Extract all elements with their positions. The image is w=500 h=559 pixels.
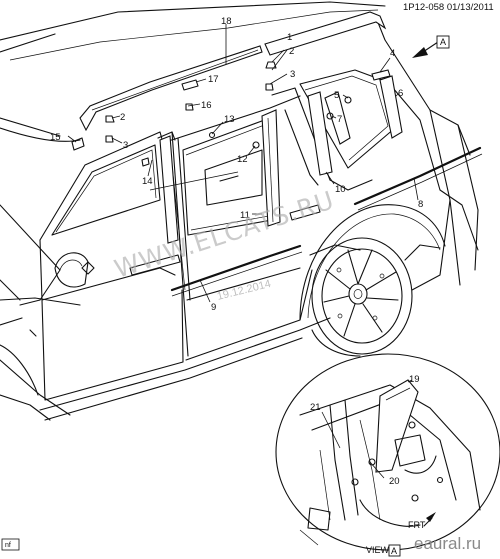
watermark-date: 19.12.2014 <box>216 278 272 303</box>
callout-16: 16 <box>201 100 212 111</box>
callout-19: 19 <box>409 374 420 385</box>
watermarks: WWW.ELCATS.RU 19.12.2014 eaural.ru <box>111 185 481 553</box>
diagram-header: 1P12-058 01/13/2011 <box>403 2 494 13</box>
callout-2-left: 2 <box>120 112 125 123</box>
detail-view: FRT VIEW A <box>275 353 500 557</box>
view-label: VIEW <box>366 545 390 555</box>
callout-9: 9 <box>211 302 216 313</box>
callout-3-top: 3 <box>290 69 295 80</box>
vehicle-body <box>0 1 479 421</box>
corner-tag: nf <box>1 538 20 551</box>
callout-5: 5 <box>334 90 339 101</box>
callout-15: 15 <box>50 132 61 143</box>
view-label-letter: A <box>391 546 397 556</box>
corner-tag-label: nf <box>5 542 11 549</box>
watermark-site: WWW.ELCATS.RU <box>111 185 338 283</box>
callout-20: 20 <box>389 476 400 487</box>
callout-12: 12 <box>237 154 248 165</box>
diagram-date: 01/13/2011 <box>446 2 494 13</box>
front-arrow-label: FRT <box>408 520 426 530</box>
callout-8: 8 <box>418 199 423 210</box>
callout-numbers: 1 2 2 3 3 4 5 6 7 8 9 10 11 12 13 14 15 … <box>50 16 423 487</box>
callout-4: 4 <box>390 48 395 59</box>
view-arrow-a: A <box>412 35 450 58</box>
callout-3-left: 3 <box>123 140 128 151</box>
callout-10: 10 <box>335 184 346 195</box>
trim-parts <box>71 11 483 297</box>
callout-6: 6 <box>398 88 403 99</box>
callout-13: 13 <box>224 114 235 125</box>
callout-18: 18 <box>221 16 232 27</box>
leader-lines <box>67 24 419 479</box>
callout-17: 17 <box>208 74 219 85</box>
callout-11: 11 <box>240 210 250 221</box>
callout-1: 1 <box>287 32 292 43</box>
callout-2-top: 2 <box>289 46 294 57</box>
callout-14: 14 <box>142 176 153 187</box>
diagram-code: 1P12-058 <box>403 2 445 13</box>
view-arrow-label: A <box>440 37 446 47</box>
rear-wheel <box>311 237 413 357</box>
callout-7: 7 <box>337 114 342 125</box>
callout-21: 21 <box>310 402 321 413</box>
watermark-corner: eaural.ru <box>414 534 481 553</box>
